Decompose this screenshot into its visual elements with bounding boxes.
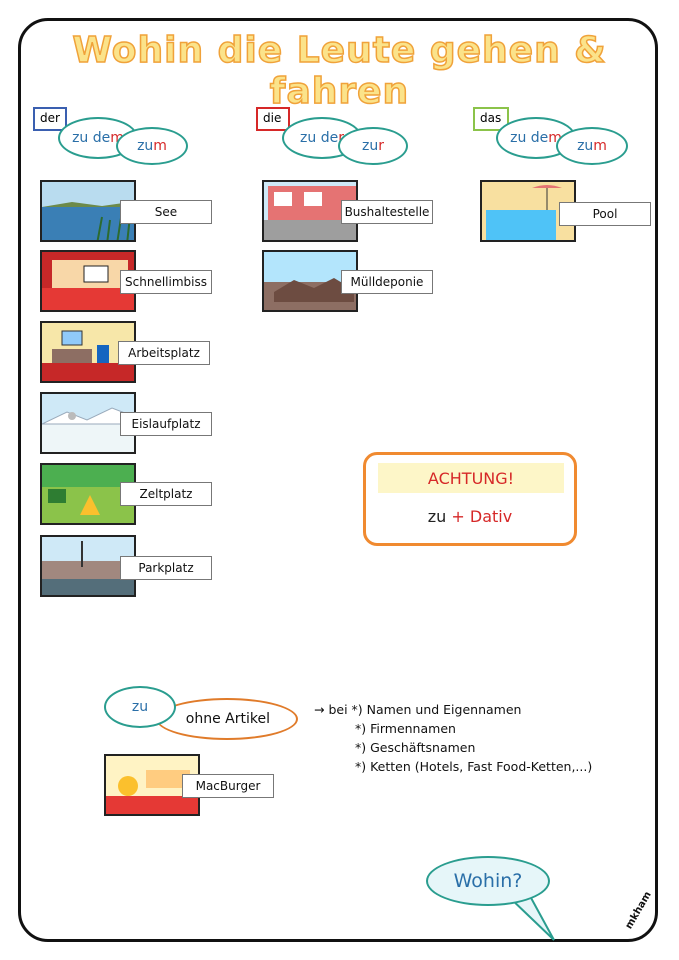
page-frame <box>18 18 658 942</box>
pool-illustration <box>480 180 576 242</box>
macburger-illustration <box>104 754 200 816</box>
parkplatz-illustration <box>40 535 136 597</box>
article-die: die <box>256 107 290 131</box>
ohne-artikel-ellipse: ohne Artikel <box>156 698 298 740</box>
label-bushaltestelle: Bushaltestelle <box>341 200 433 224</box>
see-illustration <box>40 180 136 242</box>
ohne-artikel-text: ohne Artikel <box>185 711 270 727</box>
zur-text: zur <box>362 138 384 154</box>
zu-word: zu <box>427 507 447 526</box>
page-title: Wohin die Leute gehen & fahren <box>72 29 607 113</box>
zeltplatz-illustration <box>40 463 136 525</box>
zu-dem-text: zu dem <box>510 130 562 146</box>
rules-list: → bei *) Namen und Eigennamen *) Firmenn… <box>314 700 592 776</box>
zu-text: zu <box>131 699 149 715</box>
rule-item: *) Geschäftsnamen <box>355 740 476 755</box>
ellipse-zum-das: zum <box>556 127 628 165</box>
label-parkplatz: Parkplatz <box>120 556 212 580</box>
rule-item: *) Ketten (Hotels, Fast Food-Ketten,...) <box>355 759 593 774</box>
label-arbeitsplatz: Arbeitsplatz <box>118 341 210 365</box>
achtung-box: ACHTUNG! zu + Dativ <box>363 452 577 546</box>
schnellimbiss-illustration <box>40 250 136 312</box>
label-see: See <box>120 200 212 224</box>
label-muelldeponie: Mülldeponie <box>341 270 433 294</box>
article-der: der <box>33 107 67 131</box>
zum-text: zum <box>137 138 167 154</box>
zu-dem-text: zu dem <box>72 130 124 146</box>
arbeitsplatz-illustration <box>40 321 136 383</box>
wohin-speech-bubble: Wohin? <box>426 856 550 906</box>
eislaufplatz-illustration <box>40 392 136 454</box>
zu-ellipse: zu <box>104 686 176 728</box>
bushaltestelle-illustration <box>262 180 358 242</box>
plus-dativ: + Dativ <box>451 507 513 526</box>
ellipse-zur-die: zur <box>338 127 408 165</box>
achtung-heading: ACHTUNG! <box>378 463 564 493</box>
rule-item: → bei *) Namen und Eigennamen <box>314 702 522 717</box>
ellipse-zum-der: zum <box>116 127 188 165</box>
label-macburger: MacBurger <box>182 774 274 798</box>
label-zeltplatz: Zeltplatz <box>120 482 212 506</box>
label-schnellimbiss: Schnellimbiss <box>120 270 212 294</box>
label-eislaufplatz: Eislaufplatz <box>120 412 212 436</box>
zu-dativ-rule: zu + Dativ <box>366 507 574 526</box>
rule-item: *) Firmennamen <box>355 721 456 736</box>
zum-text: zum <box>577 138 607 154</box>
label-pool: Pool <box>559 202 651 226</box>
